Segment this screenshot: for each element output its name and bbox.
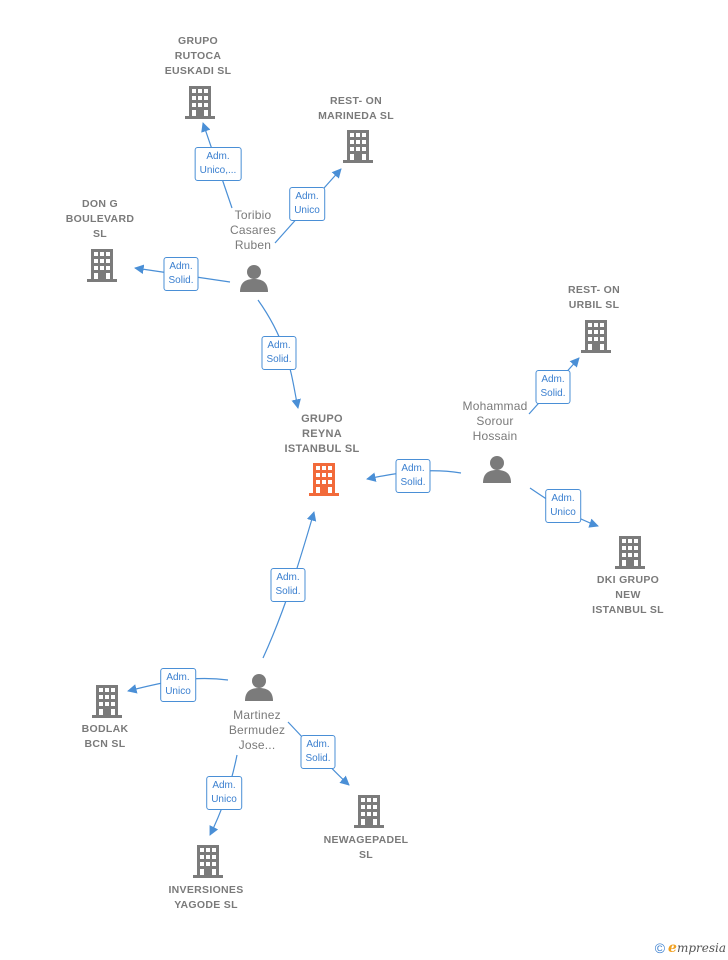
node-label-line: Bermudez xyxy=(228,723,286,737)
edge-label-e8[interactable]: Adm. Solid. xyxy=(270,568,306,602)
edge-label-e1[interactable]: Adm. Unico,... xyxy=(194,147,242,181)
node-label-line: GRUPO xyxy=(301,413,343,425)
edge-label-line: Adm. xyxy=(169,261,193,272)
node-label-line: Sorour xyxy=(476,414,514,428)
node-label-line: ISTANBUL SL xyxy=(592,604,664,616)
building-icon-bodlak[interactable] xyxy=(92,685,122,718)
building-icon-inversiones[interactable] xyxy=(193,845,223,878)
node-label-line: DON G xyxy=(82,198,118,210)
edge-label-line: Unico xyxy=(550,507,576,518)
copyright-icon: © xyxy=(654,940,666,956)
edge-label-line: Adm. xyxy=(276,572,300,583)
edge-label-line: Solid. xyxy=(400,477,426,488)
edge-label-line: Adm. xyxy=(551,493,575,504)
edge-label-line: Unico xyxy=(165,686,191,697)
edge-label-e4[interactable]: Adm. Solid. xyxy=(261,336,297,370)
node-label-line: RUTOCA xyxy=(174,50,222,62)
edge-label-e2[interactable]: Adm. Unico xyxy=(289,187,325,221)
node-label-dki-grupo[interactable]: DKI GRUPO NEW ISTANBUL SL xyxy=(592,573,664,618)
person-icon-mohammad[interactable] xyxy=(483,456,511,483)
node-label-line: Casares xyxy=(229,223,277,237)
footer-brand[interactable]: © empresia xyxy=(655,940,726,956)
node-label-line: BOULEVARD xyxy=(65,213,135,225)
building-icon-dki-grupo[interactable] xyxy=(615,536,645,569)
node-label-line: Mohammad xyxy=(462,399,528,413)
edge-label-e7[interactable]: Adm. Unico xyxy=(545,489,581,523)
node-label-grupo-reyna[interactable]: GRUPO REYNA ISTANBUL SL xyxy=(284,412,359,457)
node-label-line: SL xyxy=(358,849,374,861)
node-label-line: NEWAGEPADEL xyxy=(323,834,409,846)
node-label-line: REST- ON xyxy=(568,284,620,296)
edge-label-e11[interactable]: Adm. Unico xyxy=(206,776,242,810)
edges-layer xyxy=(127,122,599,836)
node-label-line: Martinez xyxy=(233,708,281,722)
edge-label-line: Adm. xyxy=(267,340,291,351)
person-icon-toribio[interactable] xyxy=(240,265,268,292)
edge-label-line: Solid. xyxy=(540,388,566,399)
edge-label-e9[interactable]: Adm. Unico xyxy=(160,668,196,702)
node-label-bodlak[interactable]: BODLAK BCN SL xyxy=(82,722,129,752)
person-icon-martinez[interactable] xyxy=(245,674,273,701)
building-icon-grupo-rutoca[interactable] xyxy=(185,86,215,119)
icons-layer xyxy=(87,86,645,878)
node-label-line: REYNA xyxy=(301,428,343,440)
node-label-line: ISTANBUL SL xyxy=(284,443,360,455)
node-label-line: URBIL SL xyxy=(568,299,620,311)
edge-label-line: Adm. xyxy=(541,374,565,385)
node-label-newagepadel[interactable]: NEWAGEPADEL SL xyxy=(324,833,409,863)
brand-logo: empresia xyxy=(668,940,726,956)
node-label-line: BCN SL xyxy=(84,738,126,750)
node-label-rest-on-marineda[interactable]: REST- ON MARINEDA SL xyxy=(318,94,394,124)
edge-label-line: Adm. xyxy=(306,739,330,750)
node-label-rest-on-urbil[interactable]: REST- ON URBIL SL xyxy=(568,283,620,313)
node-label-line: MARINEDA SL xyxy=(318,110,394,122)
node-label-line: YAGODE SL xyxy=(174,899,238,911)
node-label-line: REST- ON xyxy=(329,95,382,107)
edge-label-line: Adm. xyxy=(295,191,319,202)
building-icon-rest-on-urbil[interactable] xyxy=(581,320,611,353)
edge-label-line: Solid. xyxy=(305,753,331,764)
building-icon-rest-on-marineda[interactable] xyxy=(343,130,373,163)
edge-label-line: Unico xyxy=(294,205,320,216)
node-label-line: Jose... xyxy=(238,738,276,752)
node-label-grupo-rutoca[interactable]: GRUPO RUTOCA EUSKADI SL xyxy=(165,34,232,79)
edge-label-line: Unico,... xyxy=(199,165,237,176)
node-label-line: Hossain xyxy=(472,429,518,443)
edge-label-e3[interactable]: Adm. Solid. xyxy=(163,257,199,291)
node-label-line: INVERSIONES xyxy=(168,884,244,896)
edge-label-line: Solid. xyxy=(275,586,301,597)
edge-label-e6[interactable]: Adm. Solid. xyxy=(395,459,431,493)
node-label-line: DKI GRUPO xyxy=(596,574,660,586)
edge-label-line: Solid. xyxy=(266,354,292,365)
edge-label-line: Adm. xyxy=(212,780,236,791)
building-icon-grupo-reyna[interactable] xyxy=(309,463,339,496)
node-label-line: NEW xyxy=(615,589,641,601)
edge-label-line: Adm. xyxy=(166,672,190,683)
node-label-line: EUSKADI SL xyxy=(164,65,232,77)
building-icon-don-g-boulevard[interactable] xyxy=(87,249,117,282)
node-label-inversiones[interactable]: INVERSIONES YAGODE SL xyxy=(168,883,243,913)
node-label-line: BODLAK xyxy=(81,723,129,735)
node-label-line: Toribio xyxy=(234,208,272,222)
edge-label-line: Solid. xyxy=(168,275,194,286)
node-label-don-g-boulevard[interactable]: DON G BOULEVARD SL xyxy=(66,197,134,242)
edge-label-e10[interactable]: Adm. Solid. xyxy=(300,735,336,769)
node-label-line: Ruben xyxy=(234,238,272,252)
building-icon-newagepadel[interactable] xyxy=(354,795,384,828)
edge-label-e5[interactable]: Adm. Solid. xyxy=(535,370,571,404)
edge-label-line: Adm. xyxy=(401,463,425,474)
edge-label-line: Adm. xyxy=(206,151,230,162)
node-label-line: SL xyxy=(92,228,108,240)
edge-label-line: Unico xyxy=(211,794,237,805)
node-label-line: GRUPO xyxy=(177,35,218,47)
